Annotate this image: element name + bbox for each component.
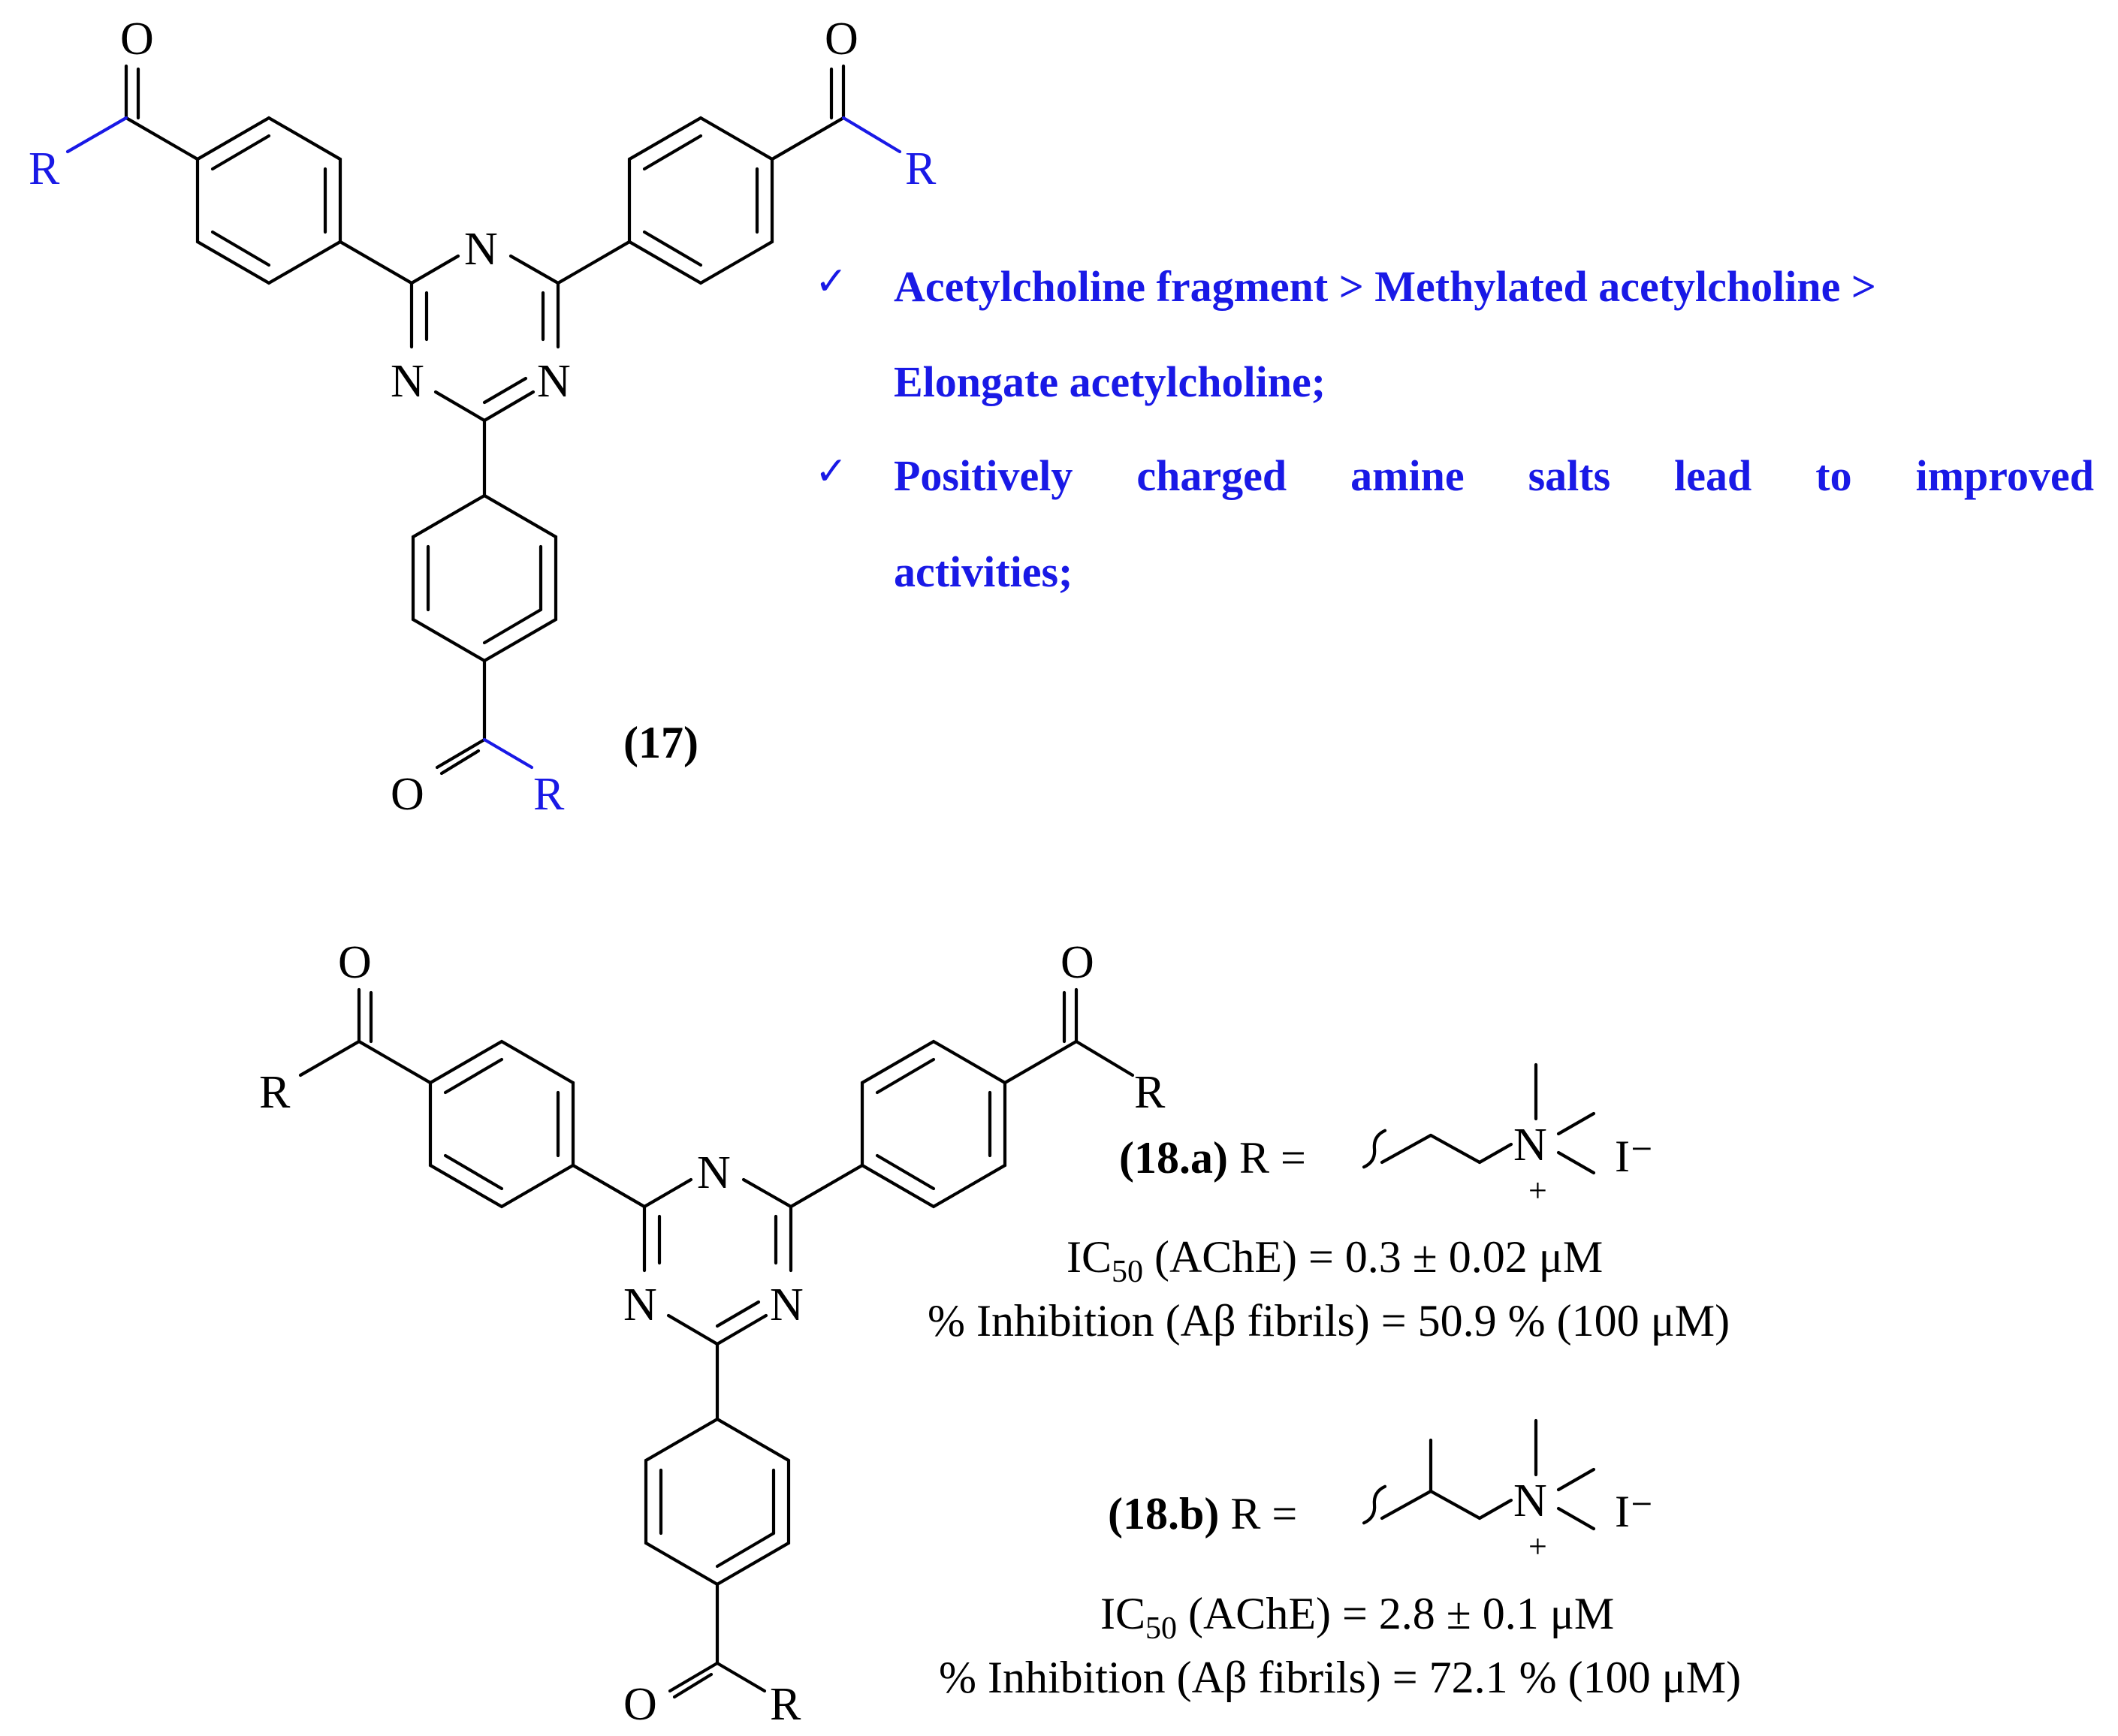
ic50-prefix: IC (1100, 1589, 1145, 1638)
ic50-value: (AChE) = 0.3 ± 0.02 μM (1143, 1232, 1604, 1282)
bond (789, 1163, 864, 1209)
atom-label-r-group: R (259, 1067, 291, 1118)
bond (715, 1661, 767, 1693)
atom-label-nitrogen: N (537, 356, 571, 407)
bond (770, 116, 846, 161)
ammonium-nitrogen: N (1513, 1120, 1547, 1171)
r-equals: R = (1230, 1489, 1298, 1539)
ic50-subscript: 50 (1112, 1255, 1143, 1289)
positive-charge: + (1528, 1528, 1547, 1565)
ic50-18b: IC50 (AChE) = 2.8 ± 0.1 μM (1100, 1588, 1614, 1647)
compound-18b-label: (18.b) R = (1108, 1488, 1297, 1540)
ic50-value: (AChE) = 2.8 ± 0.1 μM (1177, 1589, 1615, 1638)
atom-label-nitrogen: N (464, 224, 498, 275)
atom-label-oxygen: O (338, 937, 372, 988)
compound-17-label: (17) (623, 717, 698, 769)
atom-label-r-group: R (1134, 1067, 1166, 1118)
compound-18-structure: O R O R N N N (259, 937, 1166, 1730)
atom-label-r-group: R (770, 1679, 801, 1730)
sar-note-1-line-2: Elongate acetylcholine; (894, 357, 1326, 406)
bond (571, 1163, 647, 1209)
atom-label-r-group: R (905, 143, 937, 194)
phenyl-ring-upper-left (428, 1039, 575, 1209)
atom-label-r-group: R (533, 769, 565, 820)
bond (124, 116, 200, 161)
atom-label-oxygen: O (1061, 937, 1094, 988)
compound-18b-number: (18.b) (1108, 1489, 1220, 1539)
bond (1074, 1039, 1135, 1077)
bond (1003, 1039, 1079, 1085)
ic50-subscript: 50 (1145, 1611, 1177, 1646)
bond (672, 1672, 714, 1699)
atom-label-oxygen: O (623, 1679, 657, 1730)
ammonium-nitrogen: N (1513, 1475, 1547, 1527)
compound-17-number: (17) (623, 718, 698, 767)
atom-label-nitrogen: N (697, 1147, 731, 1198)
bond (841, 116, 902, 154)
atom-label-oxygen: O (120, 14, 154, 65)
phenyl-ring-upper-left (195, 116, 342, 285)
bond (482, 737, 534, 770)
atom-label-nitrogen: N (770, 1279, 804, 1331)
atom-label-oxygen: O (825, 14, 858, 65)
bond (668, 1661, 720, 1693)
bond (357, 1039, 433, 1085)
bond (338, 240, 414, 285)
phenyl-ring-upper-right (860, 1039, 1007, 1209)
phenyl-ring-bottom (411, 493, 558, 663)
bond (439, 749, 481, 776)
bond (298, 1039, 361, 1077)
bond (65, 116, 128, 154)
counterion-iodide: I⁻ (1615, 1132, 1654, 1181)
ic50-prefix: IC (1067, 1232, 1112, 1282)
compound-18a-number: (18.a) (1119, 1133, 1228, 1183)
substituent-18a: N + (1362, 1062, 1596, 1209)
atom-label-nitrogen: N (623, 1279, 657, 1331)
sar-note-1-line-1: Acetylcholine fragment > Methylated acet… (894, 262, 1876, 311)
atom-label-oxygen: O (391, 769, 424, 820)
phenyl-ring-upper-right (627, 116, 774, 285)
r-equals: R = (1239, 1133, 1306, 1183)
triazine-ring (642, 1177, 793, 1346)
counterion-iodide: I⁻ (1615, 1487, 1654, 1536)
bond (556, 240, 632, 285)
atom-label-r-group: R (29, 143, 60, 194)
checkmark-icon: ✓ (815, 259, 848, 304)
ic50-18a: IC50 (AChE) = 0.3 ± 0.02 μM (1067, 1231, 1603, 1290)
bond (435, 737, 487, 770)
triazine-ring (409, 254, 560, 423)
positive-charge: + (1528, 1172, 1547, 1209)
compound-17-structure: O R O R N N N (29, 14, 937, 820)
checkmark-icon: ✓ (815, 449, 848, 494)
inhibition-18a: % Inhibition (Aβ fibrils) = 50.9 % (100 … (928, 1296, 1730, 1346)
sar-note-2-line-1: Positively charged amine salts lead to i… (894, 451, 2094, 500)
substituent-18b: N + (1362, 1418, 1596, 1565)
atom-label-nitrogen: N (391, 356, 424, 407)
phenyl-ring-bottom (644, 1417, 791, 1587)
inhibition-18b: % Inhibition (Aβ fibrils) = 72.1 % (100 … (939, 1653, 1742, 1702)
compound-18a-label: (18.a) R = (1119, 1132, 1306, 1184)
sar-note-2-line-2: activities; (894, 547, 1073, 596)
